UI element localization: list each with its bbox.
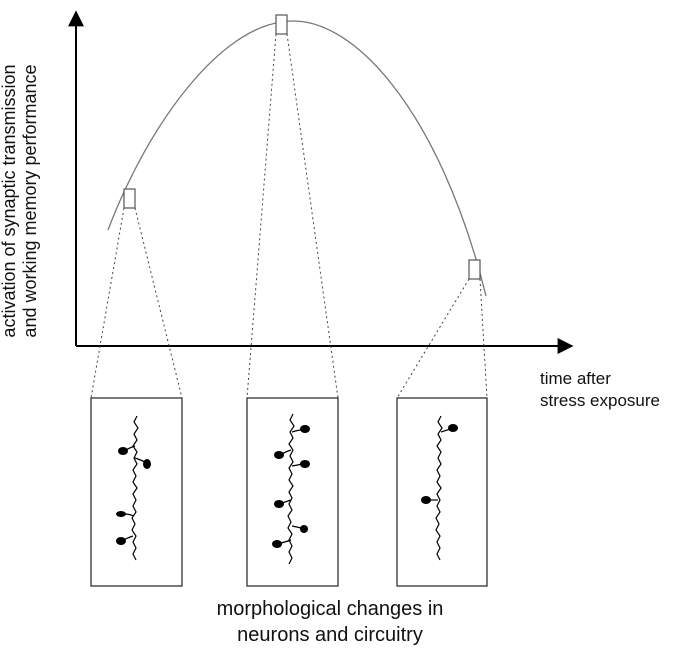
y-axis-label-line-2: and working memory performance	[20, 64, 40, 338]
inverted-u-curve	[107, 20, 487, 297]
sample-box-late	[468, 259, 481, 280]
x-axis-label: time after stress exposure	[540, 368, 660, 412]
zoom-lines	[90, 33, 488, 399]
panel-late	[396, 397, 488, 587]
sample-box-peak	[275, 14, 288, 35]
x-axis-label-line-1: time after	[540, 369, 611, 388]
panel-peak	[246, 397, 339, 587]
y-axis-label-line-1: activation of synaptic transmission	[0, 64, 19, 338]
x-axis-label-line-2: stress exposure	[540, 391, 660, 410]
caption-line-1: morphological changes in	[216, 598, 444, 620]
caption-line-2: neurons and circuitry	[237, 624, 423, 646]
spines-late	[421, 424, 458, 504]
sample-box-early	[123, 188, 136, 209]
spines-early	[116, 447, 151, 545]
spines-peak	[272, 425, 310, 548]
caption: morphological changes in neurons and cir…	[120, 596, 540, 648]
